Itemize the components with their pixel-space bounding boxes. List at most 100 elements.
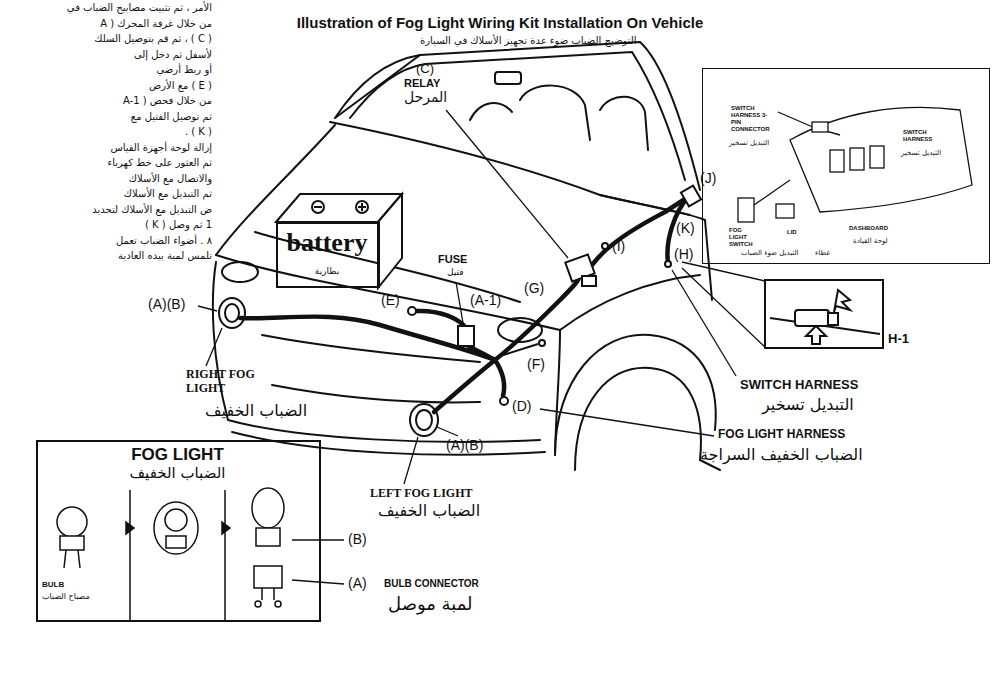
callout-label: (G) bbox=[524, 280, 544, 296]
callout-label: لأسفل ثم دخل إلى bbox=[134, 49, 212, 61]
callout-label: SWITCH HARNESS bbox=[740, 378, 858, 393]
callout-label: (A)(B) bbox=[446, 437, 483, 453]
leader-lines bbox=[672, 270, 736, 376]
callout-label: أو ربط أرضي bbox=[156, 64, 212, 76]
dashboard-detail bbox=[754, 180, 790, 205]
callout-label: تلمس لمبة بيده العادية bbox=[118, 250, 212, 262]
callout-label: ثم العثور على خط كهرباء bbox=[107, 157, 212, 169]
callout-label: (I) bbox=[612, 238, 625, 254]
leader-lines bbox=[456, 282, 463, 323]
bulb-steps bbox=[130, 490, 225, 620]
bulb-steps bbox=[222, 522, 230, 534]
h1-detail bbox=[795, 310, 829, 326]
callout-label: التبديل تسخير bbox=[762, 396, 854, 414]
dashboard-detail bbox=[738, 107, 972, 222]
node-text: التبديل تسخير bbox=[901, 149, 941, 157]
callout-label: ثم التبديل مع الأسلاك bbox=[124, 188, 212, 200]
node-text: LID bbox=[787, 229, 797, 236]
callout-label: ٨ . أضواء الضباب تعمل bbox=[116, 235, 212, 247]
car-body bbox=[600, 97, 648, 150]
leader-lines bbox=[404, 437, 418, 484]
node-text: battery bbox=[278, 228, 376, 258]
h1-detail bbox=[765, 280, 883, 348]
leader-lines bbox=[682, 268, 765, 347]
bulb-steps bbox=[165, 509, 187, 531]
dashboard-detail bbox=[830, 150, 844, 172]
car-body bbox=[350, 52, 685, 180]
inset-panel: FOG LIGHTالضباب الخفيف BULB مصباح الضباب bbox=[36, 440, 321, 622]
leader-lines bbox=[437, 427, 458, 436]
node-text: لوحة القيادة bbox=[853, 237, 888, 245]
callout-label: RELAY bbox=[404, 77, 440, 90]
callout-label: H-1 bbox=[888, 332, 909, 347]
callout-label: لمبة موصل bbox=[388, 594, 473, 615]
callout-label: (K) bbox=[676, 220, 695, 236]
callout-label: RIGHT FOG LIGHT bbox=[186, 368, 281, 396]
wiring-parts bbox=[458, 326, 474, 346]
node-text: بطارية bbox=[278, 266, 376, 276]
callout-label: LEFT FOG LIGHT bbox=[370, 487, 472, 501]
car-body bbox=[232, 432, 545, 455]
node-text: FOG LIGHT bbox=[38, 445, 317, 465]
callout-label: الضباب الخفيف السراجة bbox=[700, 446, 863, 464]
callout-label: (H) bbox=[674, 246, 693, 262]
battery-symbol bbox=[378, 194, 402, 288]
callout-label: (B) bbox=[348, 531, 367, 547]
leader-lines bbox=[682, 262, 765, 281]
node-text: FOG LIGHT SWITCH bbox=[729, 227, 761, 248]
wiring-parts bbox=[582, 276, 596, 286]
callout-label: الضباب الخفيف bbox=[205, 402, 307, 420]
callout-label: ( E ) مع الأرض bbox=[149, 80, 212, 92]
callout-label: فتيل bbox=[447, 267, 464, 277]
wiring-parts bbox=[602, 243, 608, 249]
callout-label: الأمر ، ثم تثبيت مصابيح الضباب في bbox=[67, 2, 212, 14]
callout-label: من خلال غرفة المحرك ( A bbox=[100, 18, 212, 30]
car-body bbox=[222, 262, 258, 282]
node-text: غطاء bbox=[815, 249, 830, 257]
node-text: BULB bbox=[42, 580, 64, 589]
dashboard-detail bbox=[738, 198, 754, 222]
car-body bbox=[262, 335, 480, 362]
node-text: الضباب الخفيف bbox=[38, 465, 317, 482]
car-body bbox=[520, 86, 590, 140]
bulb-steps bbox=[255, 601, 261, 607]
dashboard-detail bbox=[812, 122, 828, 132]
bulb-steps bbox=[252, 488, 284, 528]
callout-label: (C) bbox=[416, 62, 434, 77]
wiring-harness bbox=[240, 197, 688, 412]
dashboard-detail bbox=[790, 107, 972, 212]
wiring-parts bbox=[681, 186, 701, 207]
callout-label: المرحل bbox=[404, 89, 447, 105]
h1-detail bbox=[828, 313, 838, 325]
node-text: التبديل تسخير bbox=[729, 139, 769, 147]
wiring-parts bbox=[539, 340, 545, 346]
callout-label: إزالة لوحة أجهزة القياس bbox=[110, 142, 212, 154]
wiring-parts bbox=[500, 344, 538, 356]
callout-label: (A)(B) bbox=[148, 296, 185, 312]
bulb-steps bbox=[275, 601, 281, 607]
wiring-parts bbox=[500, 397, 508, 405]
bulb-steps bbox=[60, 536, 84, 550]
leader-lines bbox=[540, 409, 714, 436]
bulb-steps bbox=[154, 502, 198, 554]
callout-label: ض التبديل مع الأسلاك لتحديد bbox=[92, 204, 212, 216]
bulb-steps bbox=[262, 588, 274, 600]
callout-label: BULB CONNECTOR bbox=[384, 578, 479, 590]
leader-lines bbox=[206, 328, 222, 366]
wiring-harness bbox=[495, 280, 578, 360]
wiring-harness bbox=[495, 360, 504, 396]
callout-label: من خلال فحص ( A-1 bbox=[123, 95, 212, 107]
car-body bbox=[555, 330, 560, 455]
callout-label: ( C ) ، ثم قم بتوصيل السلك bbox=[94, 33, 212, 45]
callout-label: (A-1) bbox=[470, 292, 501, 308]
bulb-steps bbox=[126, 522, 134, 534]
wiring-parts bbox=[408, 186, 701, 405]
leader-lines bbox=[292, 539, 344, 540]
wiring-harness bbox=[592, 197, 688, 265]
bulb-steps bbox=[254, 566, 282, 588]
fog-lamps bbox=[416, 410, 432, 430]
wiring-harness bbox=[468, 346, 495, 360]
node-text: مصباح الضباب bbox=[42, 592, 90, 601]
callout-label: والاتصال مع الأسلاك bbox=[129, 173, 212, 185]
